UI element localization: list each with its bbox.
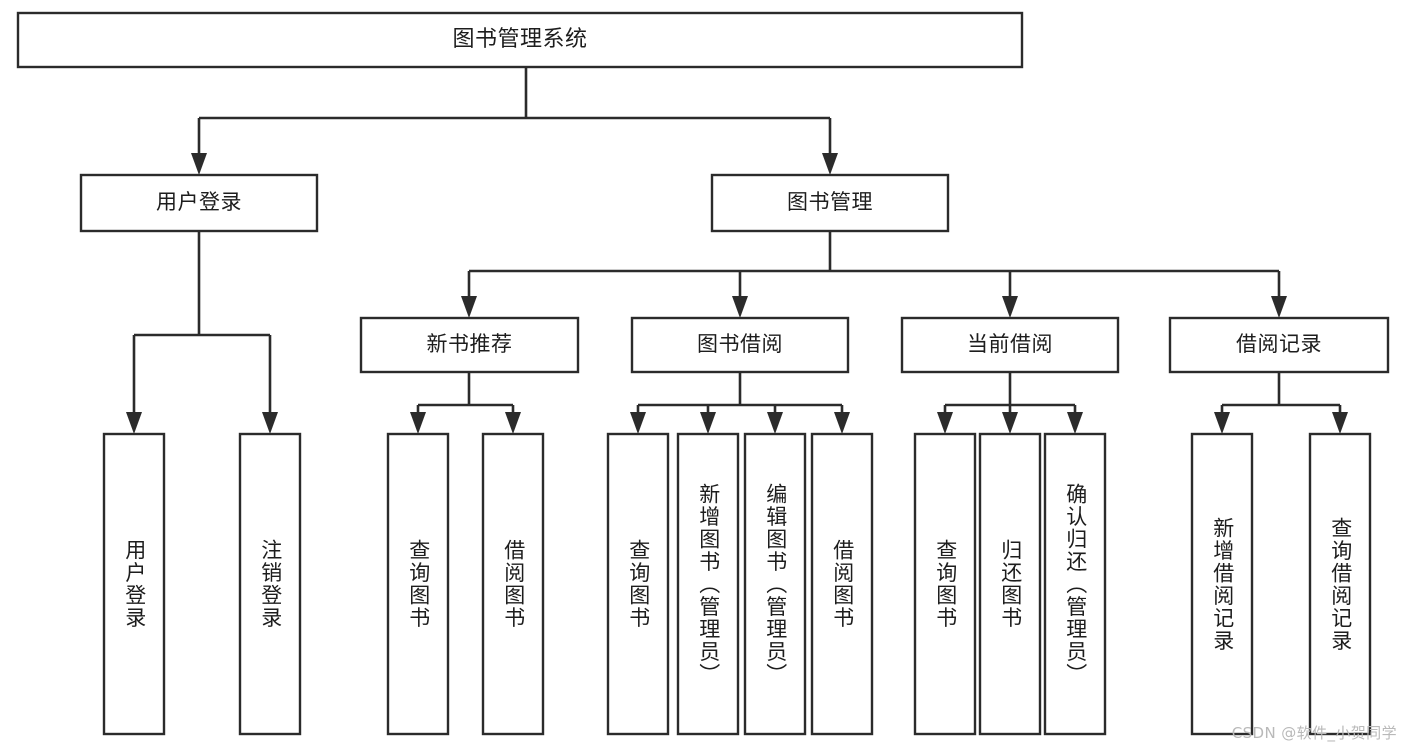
node-box-leaf-add-record[interactable]: [1190, 432, 1254, 736]
arrow-head-icon: [630, 412, 646, 434]
node-box-current-borrow[interactable]: [900, 316, 1120, 374]
node-box-leaf-query-book-cur[interactable]: [913, 432, 977, 736]
node-box-leaf-borrow-book[interactable]: [810, 432, 874, 736]
box-layer: [16, 11, 1390, 736]
arrow-head-icon: [126, 412, 142, 434]
node-box-leaf-edit-book[interactable]: [743, 432, 807, 736]
node-box-new-book-rec[interactable]: [359, 316, 580, 374]
arrow-head-icon: [1067, 412, 1083, 434]
arrow-head-icon: [262, 412, 278, 434]
node-box-borrow-record[interactable]: [1168, 316, 1390, 374]
node-box-leaf-confirm-return[interactable]: [1043, 432, 1107, 736]
arrow-head-icon: [191, 153, 207, 175]
connector-group: [191, 67, 838, 175]
node-box-user-login[interactable]: [79, 173, 319, 233]
node-box-book-manage[interactable]: [710, 173, 950, 233]
node-box-leaf-query-book-rec[interactable]: [386, 432, 450, 736]
node-box-leaf-user-login[interactable]: [102, 432, 166, 736]
arrow-head-icon: [822, 153, 838, 175]
arrow-head-icon: [505, 412, 521, 434]
arrow-head-icon: [461, 296, 477, 318]
arrow-head-icon: [1214, 412, 1230, 434]
arrow-head-icon: [1332, 412, 1348, 434]
arrow-head-icon: [834, 412, 850, 434]
arrow-head-icon: [1002, 296, 1018, 318]
node-box-leaf-borrow-book-rec[interactable]: [481, 432, 545, 736]
connector-group: [937, 372, 1083, 434]
arrow-head-icon: [1002, 412, 1018, 434]
node-box-leaf-query-record[interactable]: [1308, 432, 1372, 736]
connector-group: [410, 372, 521, 434]
arrow-head-icon: [767, 412, 783, 434]
connector-group: [1214, 372, 1348, 434]
node-box-root[interactable]: [16, 11, 1024, 69]
arrow-head-icon: [732, 296, 748, 318]
connector-group: [630, 372, 850, 434]
node-box-leaf-user-logout[interactable]: [238, 432, 302, 736]
node-box-leaf-query-book[interactable]: [606, 432, 670, 736]
connector-group: [126, 231, 278, 434]
arrow-head-icon: [410, 412, 426, 434]
arrow-head-icon: [1271, 296, 1287, 318]
connector-layer: [126, 67, 1348, 434]
arrow-head-icon: [937, 412, 953, 434]
arrow-head-icon: [700, 412, 716, 434]
connector-group: [461, 231, 1287, 318]
node-box-leaf-add-book[interactable]: [676, 432, 740, 736]
node-box-book-borrow[interactable]: [630, 316, 850, 374]
node-box-leaf-return-book[interactable]: [978, 432, 1042, 736]
